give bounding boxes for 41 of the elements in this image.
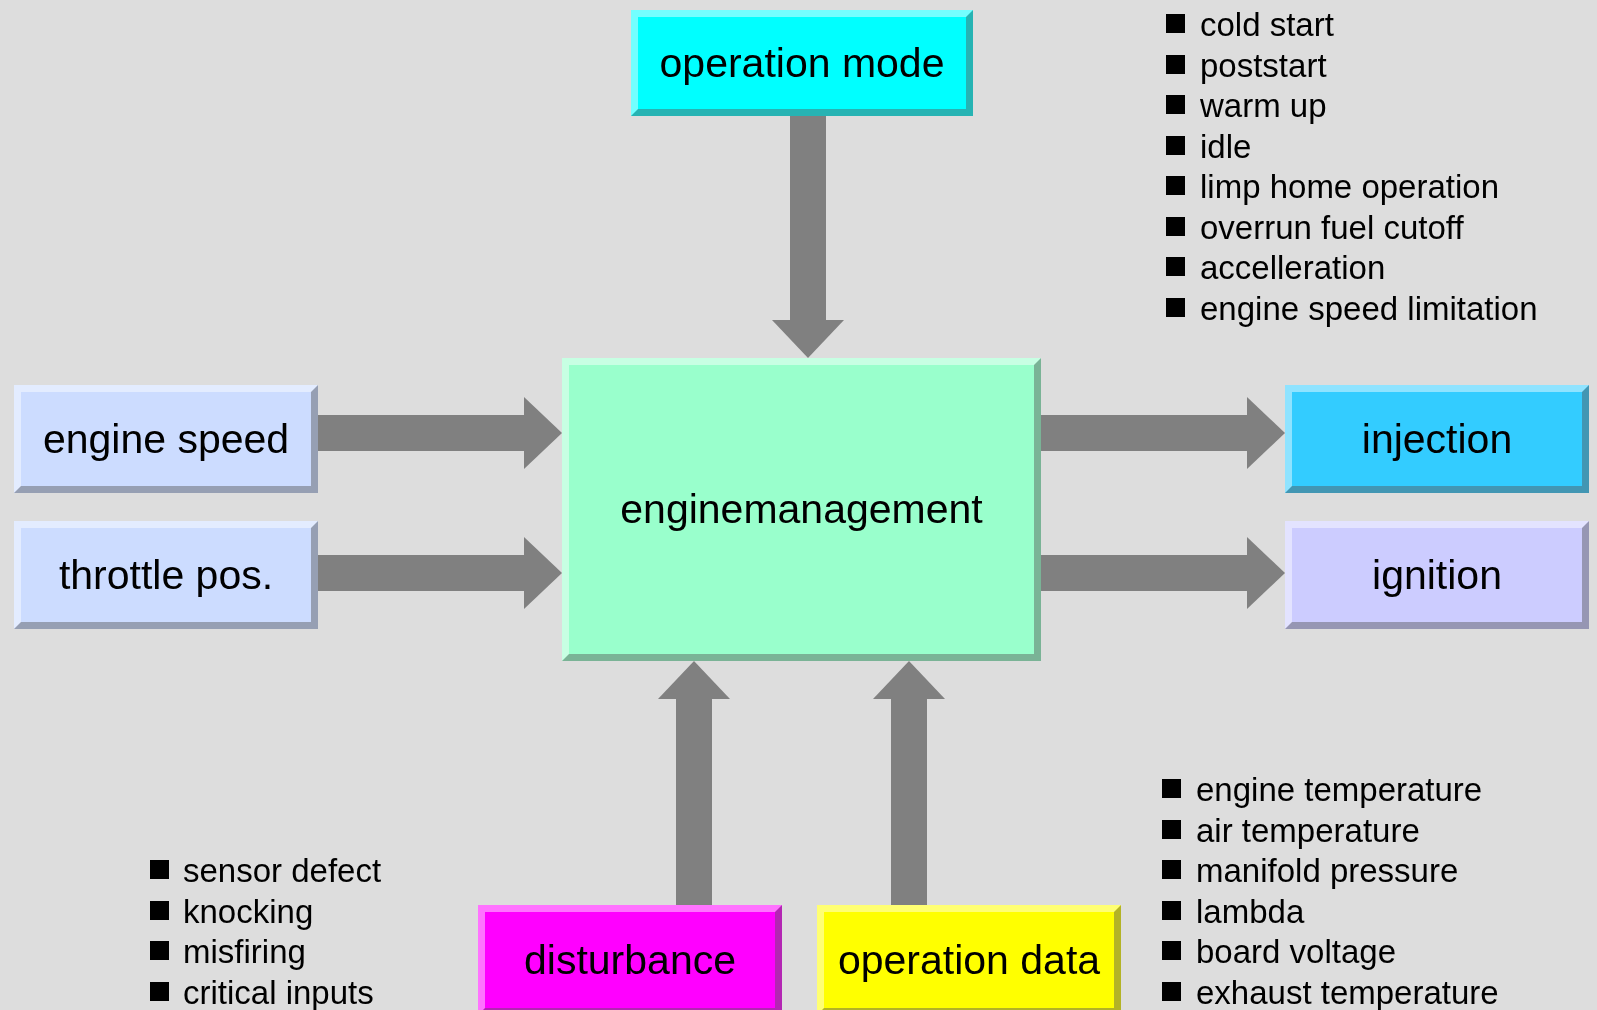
list-item: accelleration xyxy=(1200,251,1386,284)
box-label: enginemanagement xyxy=(620,486,983,533)
list-item: poststart xyxy=(1200,48,1327,82)
process-box xyxy=(14,385,318,493)
box-label: engine speed xyxy=(42,415,290,463)
list-item: cold start xyxy=(1200,8,1334,41)
list-item: manifold pressure xyxy=(1196,854,1459,887)
list-item: exhaust temperature xyxy=(1196,975,1499,1009)
list-item: idle xyxy=(1200,129,1252,163)
process-box xyxy=(562,358,1041,661)
box-label: ignition xyxy=(1372,551,1502,599)
box-label: operation mode xyxy=(659,39,945,87)
list-item: warm up xyxy=(1200,89,1327,122)
box-label: disturbance xyxy=(524,936,736,984)
arrow xyxy=(318,537,562,609)
list-item: engine speed limitation xyxy=(1200,291,1538,325)
list-item: limp home operation xyxy=(1200,170,1499,203)
list-item: overrun fuel cutoff xyxy=(1200,210,1464,244)
arrow xyxy=(873,661,945,905)
arrow xyxy=(658,661,730,905)
arrow xyxy=(772,116,844,358)
list-item: critical inputs xyxy=(183,975,374,1009)
box-label: operation data xyxy=(837,936,1101,984)
arrow xyxy=(1041,397,1285,469)
box-label: throttle pos. xyxy=(58,551,274,599)
list-item: knocking xyxy=(183,894,314,928)
arrow xyxy=(318,397,562,469)
list-item: lambda xyxy=(1196,894,1305,928)
process-box xyxy=(631,10,973,116)
process-box xyxy=(14,521,318,629)
list-item: engine temperature xyxy=(1196,773,1483,806)
list-item: misfiring xyxy=(183,935,306,968)
list-item: sensor defect xyxy=(183,854,382,887)
process-box xyxy=(817,905,1121,1010)
box-label: injection xyxy=(1361,415,1513,463)
list-item: air temperature xyxy=(1196,813,1420,847)
process-box xyxy=(1285,521,1589,629)
list-item: board voltage xyxy=(1196,935,1396,968)
arrow xyxy=(1041,537,1285,609)
process-box xyxy=(1285,385,1589,493)
process-box xyxy=(478,905,782,1010)
